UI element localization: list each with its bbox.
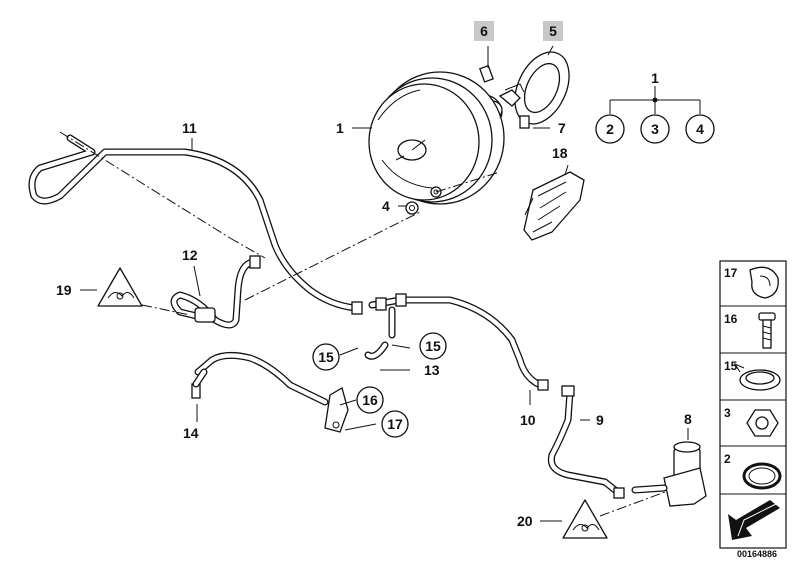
brake-booster [368,71,505,205]
hose-10 [364,293,549,391]
svg-text:4: 4 [696,121,704,137]
hose-13 [191,351,329,406]
callout-20: 20 [517,513,533,529]
side-panel-label-3: 3 [724,406,731,420]
callout-18: 18 [552,145,568,161]
svg-text:3: 3 [651,121,659,137]
hex-nut-icon [746,409,779,437]
hose-bracket [324,387,349,433]
hose-9 [547,385,625,499]
side-panel-label-15: 15 [724,359,738,373]
callout-8: 8 [684,411,692,427]
circled-callout-set-4: 4 [685,114,715,144]
warning-triangle-icon [97,267,143,307]
svg-text:17: 17 [387,416,403,432]
set-callout-1: 1 [651,70,659,86]
side-panel-label-17: 17 [724,266,738,280]
circled-callout-15a: 15 [312,343,340,371]
callout-9: 9 [596,412,604,428]
callout-1: 1 [336,120,344,136]
hose-clip-icon [749,266,779,299]
callout-10: 10 [520,412,536,428]
circled-callouts: 15 15 16 17 1 2 3 4 [312,70,715,438]
vacuum-connector [479,64,530,129]
side-panel-label-2: 2 [724,452,731,466]
side-panel: 17 16 15 3 2 [719,260,787,549]
highlight-box-6: 6 [474,21,494,41]
arrow-icon [728,500,780,540]
bracket [523,171,585,241]
assembly-lines [59,45,666,517]
svg-text:15: 15 [425,338,441,354]
svg-text:16: 16 [362,392,378,408]
warning-triangle-icon [562,499,608,539]
callout-5: 5 [549,23,557,39]
circled-callout-set-2: 2 [595,114,625,144]
callout-7: 7 [558,120,566,136]
callout-11: 11 [182,120,197,136]
svg-text:15: 15 [318,349,334,365]
callout-14: 14 [183,425,199,441]
vacuum-hose-11 [28,134,363,315]
hose-12 [170,255,261,329]
callout-labels: 1 4 7 11 12 19 13 14 10 9 8 20 18 [56,120,692,529]
side-panel-label-16: 16 [724,312,738,326]
circled-callout-15b: 15 [419,332,447,360]
circled-callout-17: 17 [381,410,409,438]
o-ring-icon [742,462,782,490]
callout-12: 12 [182,247,198,263]
callout-6: 6 [480,23,488,39]
circled-callout-set-3: 3 [640,114,670,144]
booster-nut [405,201,419,215]
bolt-icon [758,312,776,349]
highlight-box-5: 5 [543,21,563,41]
vacuum-valve [631,441,707,507]
drawing-number: 00164886 [737,549,777,559]
callout-4: 4 [382,198,390,214]
callout-13: 13 [424,362,440,378]
circled-callout-16: 16 [356,386,384,414]
callout-19: 19 [56,282,72,298]
svg-text:2: 2 [606,121,614,137]
leader-lines [80,86,701,522]
gasket [514,51,570,125]
hose-clamp-icon [733,362,781,391]
